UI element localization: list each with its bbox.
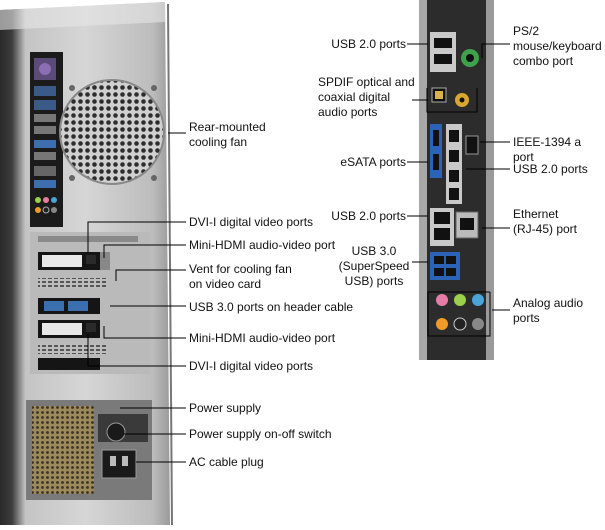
callout-lines bbox=[87, 43, 510, 463]
label-esata: eSATA ports bbox=[340, 155, 406, 169]
label-mini-hdmi-top: Mini-HDMI audio-video port bbox=[189, 238, 336, 252]
label-power-switch: Power supply on-off switch bbox=[189, 427, 332, 441]
label-analog-audio: Analog audio ports bbox=[513, 296, 584, 325]
label-usb2-lower: USB 2.0 ports bbox=[331, 209, 406, 223]
expansion-slots bbox=[30, 232, 150, 374]
label-ps2: PS/2 mouse/keyboard combo port bbox=[513, 24, 602, 68]
label-usb3-header: USB 3.0 ports on header cable bbox=[189, 300, 354, 314]
power-supply-unit bbox=[26, 400, 152, 500]
label-dvi-top: DVI-I digital video ports bbox=[189, 215, 314, 229]
label-ieee1394: IEEE-1394 a port bbox=[513, 135, 582, 164]
label-dvi-bottom: DVI-I digital video ports bbox=[189, 359, 314, 373]
label-usb2-mid: USB 2.0 ports bbox=[513, 162, 588, 176]
rear-fan-grille bbox=[59, 79, 165, 185]
label-usb2-top: USB 2.0 ports bbox=[331, 37, 406, 51]
label-spdif: SPDIF optical and coaxial digital audio … bbox=[318, 75, 415, 119]
io-panel bbox=[30, 52, 63, 227]
label-power-supply: Power supply bbox=[189, 401, 262, 415]
label-ac-plug: AC cable plug bbox=[189, 455, 264, 469]
label-usb3: USB 3.0 (SuperSpeed USB) ports bbox=[338, 244, 410, 288]
label-vent: Vent for cooling fan on video card bbox=[189, 262, 292, 291]
label-ethernet: Ethernet (RJ-45) port bbox=[513, 207, 578, 236]
io-shield bbox=[419, 0, 494, 360]
label-rear-fan: Rear-mounted cooling fan bbox=[189, 120, 266, 149]
label-mini-hdmi-bottom: Mini-HDMI audio-video port bbox=[189, 331, 336, 345]
